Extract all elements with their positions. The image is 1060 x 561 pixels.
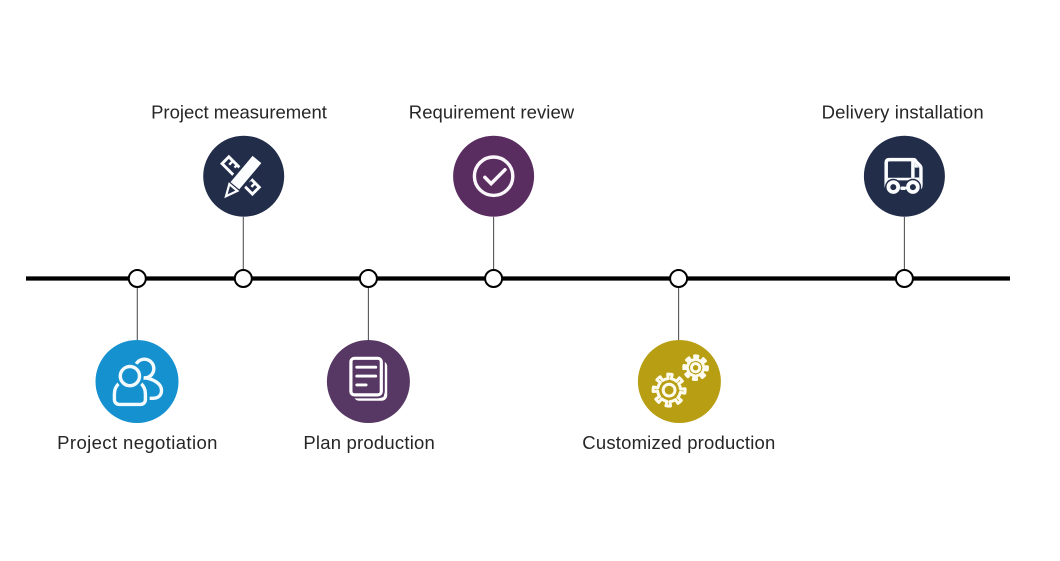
svg-text:Requirement review: Requirement review <box>409 102 575 123</box>
svg-text:Plan production: Plan production <box>303 432 435 453</box>
svg-text:Project negotiation: Project negotiation <box>57 432 218 453</box>
svg-text:Project measurement: Project measurement <box>151 102 327 123</box>
svg-text:Customized production: Customized production <box>582 432 775 453</box>
svg-text:Delivery installation: Delivery installation <box>822 102 984 123</box>
